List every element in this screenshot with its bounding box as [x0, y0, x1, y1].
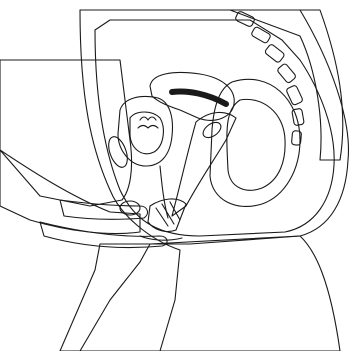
anatomy-diagram: [0, 0, 357, 351]
background: [0, 0, 357, 351]
pelvic-cross-section-illustration: [0, 0, 357, 351]
